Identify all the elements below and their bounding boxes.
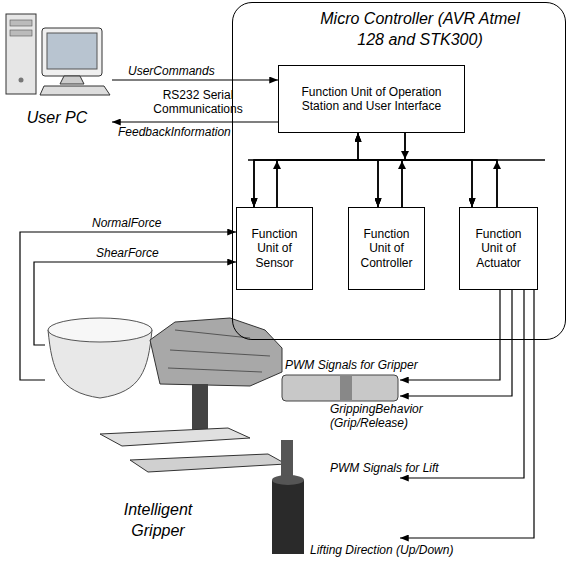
- node-title: Micro Controller (AVR Atmel 128 and STK3…: [305, 9, 535, 51]
- illustration-part: [19, 78, 24, 83]
- signal-arrow: [358, 133, 497, 207]
- signal-arrow: [402, 160, 472, 207]
- signal-arrow: [378, 160, 497, 207]
- illustration-part: [192, 384, 208, 430]
- signal-arrow: [277, 160, 378, 207]
- illustration-part: [48, 318, 152, 342]
- illustration-part: [150, 318, 282, 386]
- signal-arrow: [277, 160, 472, 207]
- signal-arrow: [358, 133, 402, 207]
- controller-frame: Micro Controller (AVR Atmel 128 and STK3…: [232, 2, 566, 340]
- illustration-part: [40, 86, 110, 95]
- protocol-note: RS232 Serial Communications: [146, 88, 250, 117]
- signal-arrow: [34, 262, 236, 345]
- node-text: Function Unit of Sensor: [243, 227, 306, 270]
- illustration-part: [281, 440, 293, 480]
- computer-node: User PC: [2, 8, 112, 128]
- signal-arrow: [254, 160, 497, 207]
- edge-label: Lifting Direction (Up/Down): [310, 543, 453, 557]
- signal-arrow: [112, 121, 278, 122]
- illustration-part: [10, 30, 32, 36]
- illustration-part: [340, 375, 352, 401]
- signal-arrow: [400, 290, 524, 478]
- gripper-node: Intelligent Gripper: [45, 310, 400, 560]
- edge-label: PWM Signals for Gripper: [285, 358, 418, 372]
- illustration-part: [100, 428, 250, 446]
- illustration-part: [47, 33, 97, 69]
- illustration-part: [6, 14, 36, 94]
- edge-label: FeedbackInformation: [118, 125, 231, 139]
- illustration-part: [60, 76, 84, 84]
- edge-label: UserCommands: [128, 64, 215, 78]
- signal-arrow: [277, 133, 358, 207]
- process-box: Function Unit of Sensor: [236, 207, 313, 290]
- signal-arrow: [254, 160, 402, 207]
- illustration-part: [10, 20, 32, 26]
- signal-arrow: [400, 290, 512, 396]
- node-title: Intelligent Gripper: [108, 500, 208, 542]
- signal-arrow: [20, 232, 236, 380]
- gripper-picture: [48, 318, 398, 554]
- signal-arrow: [405, 133, 472, 207]
- node-title: User PC: [2, 108, 112, 129]
- signal-arrow: [112, 79, 278, 80]
- process-box: Function Unit of Actuator: [459, 207, 538, 290]
- illustration-part: [272, 475, 304, 485]
- illustration-part: [130, 454, 286, 472]
- pc-icon: [6, 14, 110, 95]
- node-text: Function Unit of Actuator: [466, 227, 531, 270]
- edge-label: ShearForce: [96, 246, 159, 260]
- process-box: Function Unit of Controller: [348, 207, 425, 290]
- illustration-part: [42, 28, 102, 76]
- signal-arrow: [378, 133, 405, 207]
- illustration-part: [168, 330, 270, 372]
- node-text: Function Unit of Controller: [355, 227, 418, 270]
- process-box: Function Unit of Operation Station and U…: [278, 65, 465, 133]
- edge-label: PWM Signals for Lift: [330, 461, 439, 475]
- illustration-part: [282, 375, 398, 401]
- edge-label: GrippingBehavior (Grip/Release): [330, 402, 442, 431]
- edge-label: NormalForce: [92, 216, 161, 230]
- node-text: Function Unit of Operation Station and U…: [285, 85, 458, 114]
- illustration-part: [272, 480, 304, 554]
